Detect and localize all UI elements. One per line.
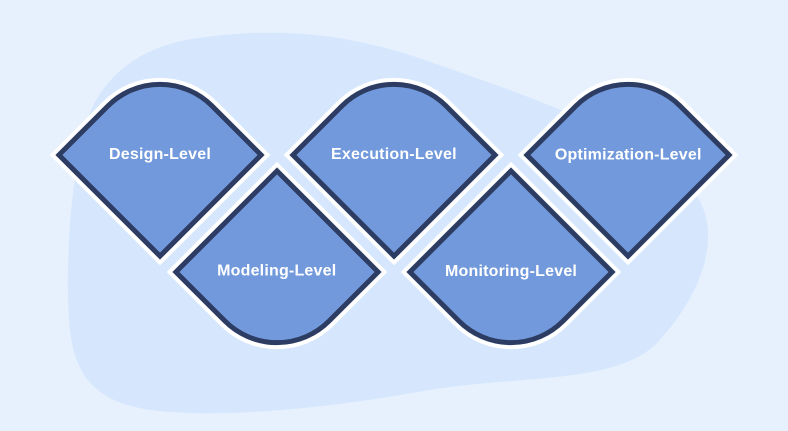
level-label-optimization: Optimization-Level <box>554 146 702 164</box>
level-label-monitoring: Monitoring-Level <box>444 263 578 280</box>
level-label-execution: Execution-Level <box>331 145 457 163</box>
level-label-modeling: Modeling-Level <box>217 262 337 280</box>
level-label-design: Design-Level <box>109 146 211 163</box>
